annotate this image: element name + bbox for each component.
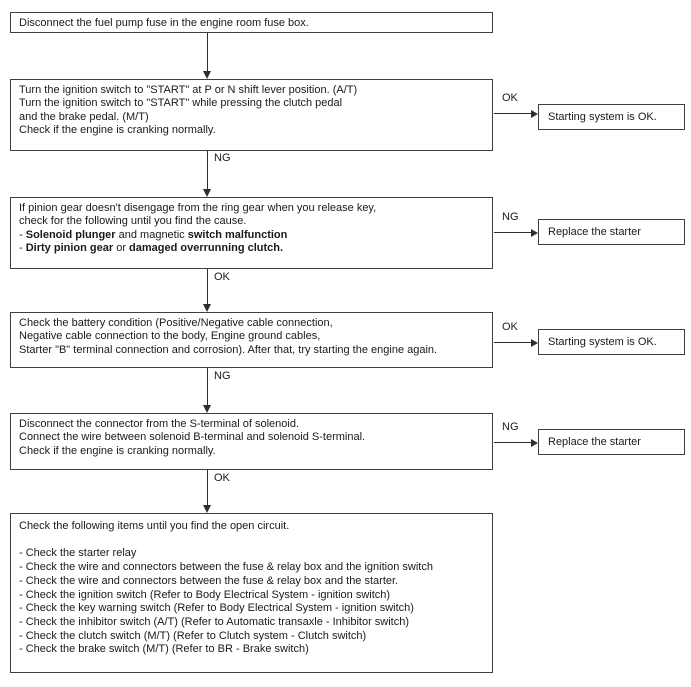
connector-line-2-3	[207, 151, 208, 189]
connector-line-5-6	[207, 470, 208, 505]
step-text-line: and the brake pedal. (M/T)	[19, 110, 149, 123]
branch-line	[494, 232, 531, 233]
arrow-down-icon	[203, 405, 211, 413]
step-text-line: - Check the key warning switch (Refer to…	[19, 602, 414, 615]
step-text-line: - Dirty pinion gear or damaged overrunni…	[19, 242, 284, 255]
branch-line	[494, 442, 531, 443]
flow-step-box-5: Disconnect the connector from the S-term…	[10, 413, 493, 470]
flow-step-box-6: Check the following items until you find…	[10, 513, 493, 673]
connector-label-ok: OK	[214, 271, 230, 283]
step-text-line: - Check the wire and connectors between …	[19, 561, 433, 574]
result-box-2: Replace the starter	[538, 219, 685, 245]
step-text-line: Connect the wire between solenoid B-term…	[19, 431, 366, 444]
connector-line-4-5	[207, 368, 208, 405]
step-text-line: Check the battery condition (Positive/Ne…	[19, 317, 333, 329]
branch-label-ng: NG	[502, 211, 519, 223]
result-box-3: Starting system is OK.	[538, 329, 685, 355]
step-text-line: - Check the ignition switch (Refer to Bo…	[19, 588, 391, 601]
step-text-line: - Check the wire and connectors between …	[19, 574, 399, 587]
branch-label-ok: OK	[502, 92, 518, 104]
arrow-right-icon	[531, 229, 538, 237]
result-box-1: Starting system is OK.	[538, 104, 685, 130]
connector-label-ok: OK	[214, 472, 230, 484]
connector-label-ng: NG	[214, 370, 231, 382]
arrow-right-icon	[531, 110, 538, 118]
step-text-line: Check the following items until you find…	[19, 520, 290, 532]
arrow-right-icon	[531, 439, 538, 447]
arrow-down-icon	[203, 71, 211, 79]
result-box-4: Replace the starter	[538, 429, 685, 455]
step-text-line: - Check the starter relay	[19, 547, 137, 560]
step-text-line: If pinion gear doesn't disengage from th…	[19, 202, 377, 214]
step-text-line: Disconnect the connector from the S-term…	[19, 418, 300, 430]
step-text-line: Starter "B" terminal connection and corr…	[19, 343, 438, 356]
arrow-down-icon	[203, 505, 211, 513]
step-text-line: Check if the engine is cranking normally…	[19, 444, 216, 457]
arrow-down-icon	[203, 189, 211, 197]
flow-step-box-3: If pinion gear doesn't disengage from th…	[10, 197, 493, 269]
branch-label-ng: NG	[502, 421, 519, 433]
arrow-down-icon	[203, 304, 211, 312]
step-text-line: Check if the engine is cranking normally…	[19, 124, 216, 137]
step-text-line: Disconnect the fuel pump fuse in the eng…	[19, 17, 309, 29]
step-text-line: - Check the brake switch (M/T) (Refer to…	[19, 643, 309, 656]
step-text-line: Negative cable connection to the body, E…	[19, 330, 321, 343]
step-text-line: - Check the clutch switch (M/T) (Refer t…	[19, 629, 367, 642]
step-text-line	[19, 534, 484, 548]
branch-line	[494, 342, 531, 343]
connector-line-1-2	[207, 33, 208, 72]
connector-line-3-4	[207, 269, 208, 304]
step-text-line: Turn the ignition switch to "START" at P…	[19, 84, 358, 96]
step-text-line: - Solenoid plunger and magnetic switch m…	[19, 228, 288, 241]
branch-label-ok: OK	[502, 321, 518, 333]
arrow-right-icon	[531, 339, 538, 347]
step-text-line: check for the following until you find t…	[19, 215, 247, 228]
branch-line	[494, 113, 531, 114]
connector-label-ng: NG	[214, 152, 231, 164]
step-text-line: Turn the ignition switch to "START" whil…	[19, 97, 343, 110]
flow-step-box-4: Check the battery condition (Positive/Ne…	[10, 312, 493, 368]
step-text-line: - Check the inhibitor switch (A/T) (Refe…	[19, 615, 410, 628]
flow-step-box-2: Turn the ignition switch to "START" at P…	[10, 79, 493, 151]
flow-step-box-1: Disconnect the fuel pump fuse in the eng…	[10, 12, 493, 33]
